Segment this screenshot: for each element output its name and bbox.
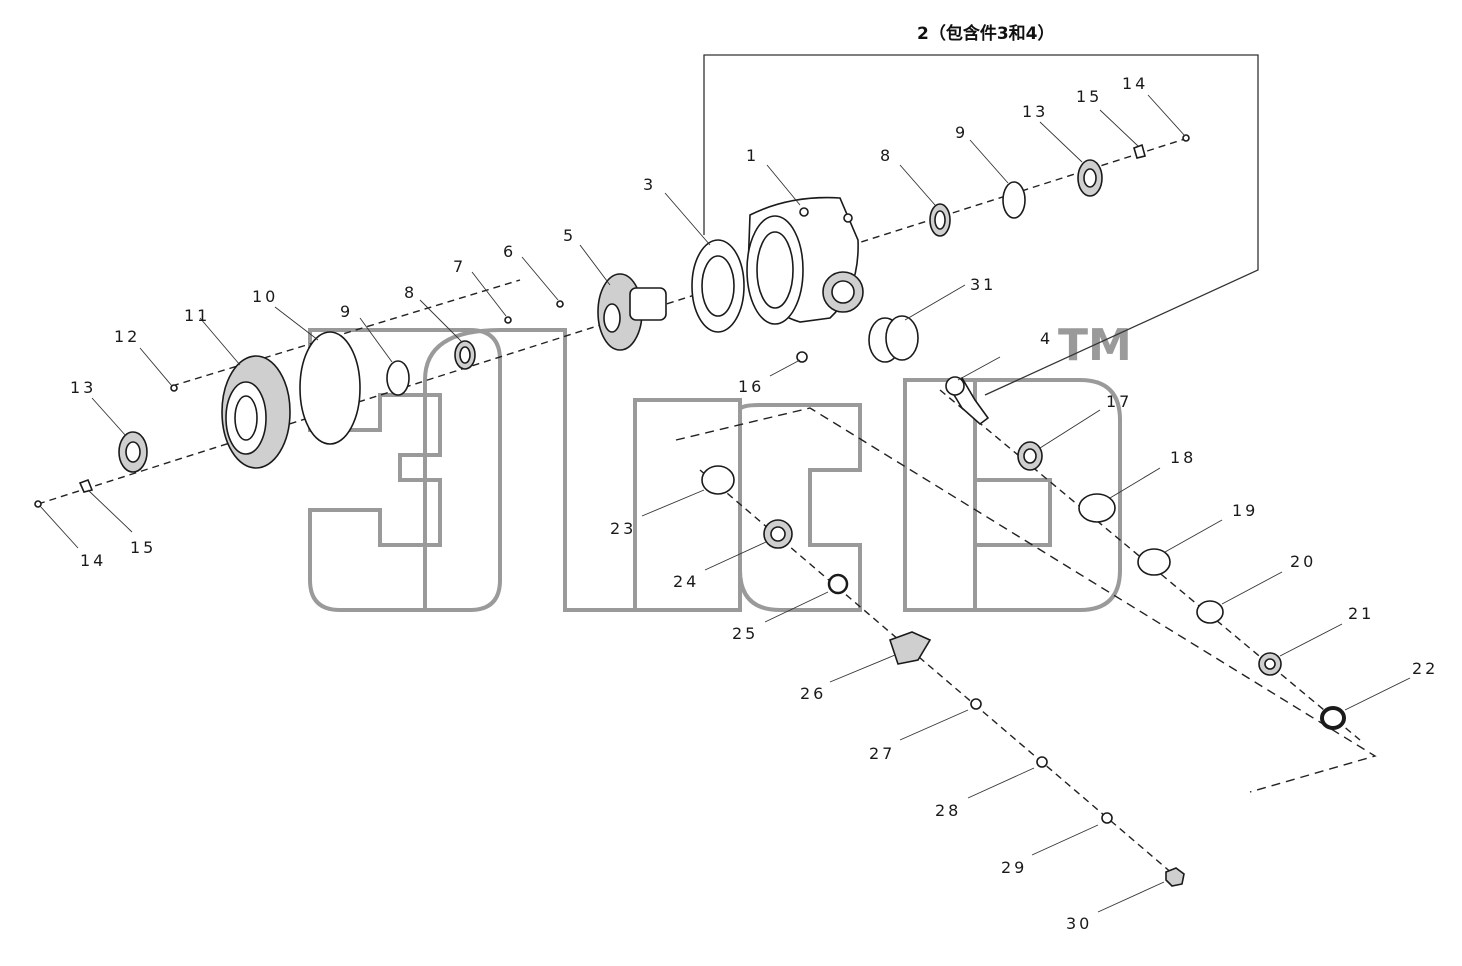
part-cup-18 (1078, 493, 1116, 523)
assembly-bracket: 2（包含件3和4） (703, 23, 1259, 396)
part-lock-right (1133, 143, 1146, 159)
callout-30: 30 (1066, 914, 1092, 933)
part-bearing-cup (868, 315, 919, 363)
callout-8-right: 8 (880, 146, 893, 165)
callout-labels: 1 3 4 5 6 7 8 8 9 9 10 11 12 13 13 14 14… (70, 74, 1438, 933)
callout-13-left: 13 (70, 378, 96, 397)
callout-12: 12 (114, 327, 140, 346)
part-seal-22 (1320, 706, 1346, 730)
callout-18: 18 (1170, 448, 1196, 467)
part-nut-30 (1165, 867, 1185, 887)
part-ring-25 (827, 573, 849, 595)
callout-27: 27 (869, 744, 895, 763)
callout-14-right: 14 (1122, 74, 1148, 93)
part-shim-19 (1137, 548, 1171, 576)
subassembly-box (675, 407, 1377, 793)
callout-26: 26 (800, 684, 826, 703)
watermark-logo: TM (308, 320, 1132, 612)
callout-11: 11 (184, 306, 210, 325)
callout-5: 5 (563, 226, 576, 245)
part-ring-right (1002, 181, 1026, 219)
callout-4: 4 (1040, 329, 1053, 348)
part-spacer-20 (1196, 600, 1224, 624)
callout-19: 19 (1232, 501, 1258, 520)
center-axes (37, 137, 1361, 881)
callout-13-right: 13 (1022, 102, 1048, 121)
part-housing (746, 196, 864, 325)
part-ring-left (386, 360, 410, 396)
part-differential (597, 273, 667, 351)
callout-10: 10 (252, 287, 278, 306)
part-washer-28 (1036, 756, 1048, 768)
callout-21: 21 (1348, 604, 1374, 623)
callout-28: 28 (935, 801, 961, 820)
callout-31: 31 (970, 275, 996, 294)
part-plug-16 (796, 351, 808, 363)
part-pin-7 (504, 316, 512, 324)
callout-17: 17 (1106, 392, 1132, 411)
callout-15-right: 15 (1076, 87, 1102, 106)
callout-14-left: 14 (80, 551, 106, 570)
part-o-ring (299, 331, 361, 445)
part-washer-27 (970, 698, 982, 710)
part-bolt-6 (556, 300, 564, 308)
watermark-tm: TM (1058, 320, 1132, 371)
part-bolt-12 (170, 384, 178, 392)
part-ring-gear (691, 239, 745, 333)
parts (34, 134, 1346, 887)
part-o-ring-23 (701, 465, 735, 495)
part-washer-29 (1101, 812, 1113, 824)
callout-6: 6 (503, 242, 516, 261)
callout-1: 1 (746, 146, 759, 165)
part-pin-14-right (1182, 134, 1190, 142)
callout-20: 20 (1290, 552, 1316, 571)
callout-9-right: 9 (955, 123, 968, 142)
callout-25: 25 (732, 624, 758, 643)
part-flange-26 (888, 631, 932, 665)
assembly-note: 2（包含件3和4） (917, 23, 1055, 44)
callout-3: 3 (643, 175, 656, 194)
leader-lines (39, 94, 1411, 913)
callout-7: 7 (453, 257, 466, 276)
callout-15-left: 15 (130, 538, 156, 557)
callout-24: 24 (673, 572, 699, 591)
part-pin-14-left (34, 500, 42, 508)
part-bearing-cover (221, 355, 291, 469)
callout-8-left: 8 (404, 283, 417, 302)
callout-16: 16 (738, 377, 764, 396)
callout-23: 23 (610, 519, 636, 538)
part-lock-left (78, 478, 94, 493)
callout-29: 29 (1001, 858, 1027, 877)
callout-22: 22 (1412, 659, 1438, 678)
callout-9-left: 9 (340, 302, 353, 321)
